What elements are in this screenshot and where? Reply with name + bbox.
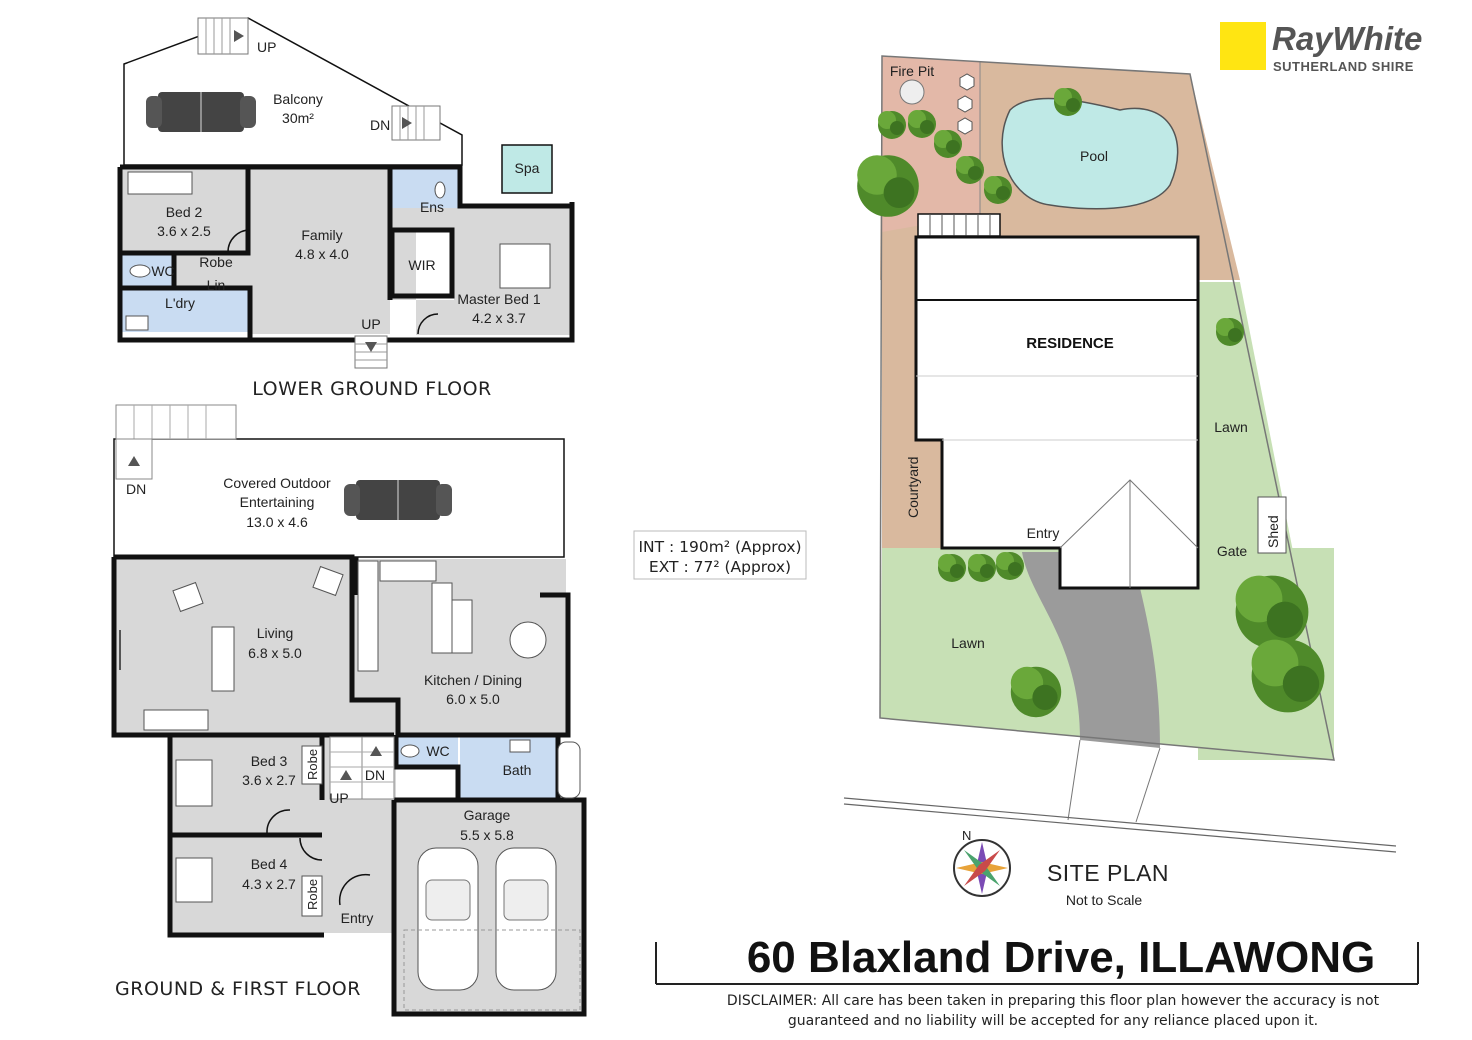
svg-text:L'dry: L'dry — [165, 295, 195, 311]
svg-text:INT : 190m² (Approx): INT : 190m² (Approx) — [638, 538, 801, 556]
spa — [501, 144, 553, 194]
car-icon — [403, 847, 581, 1011]
site-plan: Pool Fire Pit RESIDENCE Courtyard Entry … — [843, 55, 1397, 908]
property-address: 60 Blaxland Drive, ILLAWONG — [747, 933, 1375, 982]
svg-text:Spa: Spa — [515, 160, 540, 176]
address-block: 60 Blaxland Drive, ILLAWONG DISCLAIMER: … — [655, 933, 1419, 1029]
svg-text:SUTHERLAND SHIRE: SUTHERLAND SHIRE — [1273, 59, 1414, 74]
svg-text:5.5 x 5.8: 5.5 x 5.8 — [460, 827, 514, 843]
lower-ground-title: LOWER GROUND FLOOR — [252, 378, 492, 400]
disclaimer-line-1: DISCLAIMER: All care has been taken in p… — [727, 993, 1380, 1009]
compass-icon: N — [953, 828, 1011, 897]
stairs-up-icon — [197, 17, 249, 55]
svg-text:Robe: Robe — [305, 879, 320, 910]
svg-text:EXT : 77² (Approx): EXT : 77² (Approx) — [649, 558, 791, 576]
svg-text:4.2 x 3.7: 4.2 x 3.7 — [472, 310, 526, 326]
svg-text:Robe: Robe — [305, 749, 320, 780]
ray-white-logo: RayWhite SUTHERLAND SHIRE — [1220, 20, 1422, 74]
svg-text:UP: UP — [329, 790, 348, 806]
svg-text:Robe: Robe — [199, 254, 233, 270]
svg-text:Gate: Gate — [1217, 543, 1248, 559]
pool — [1001, 97, 1179, 210]
svg-text:WIR: WIR — [408, 257, 435, 273]
svg-text:4.3 x 2.7: 4.3 x 2.7 — [242, 876, 296, 892]
svg-text:DN: DN — [126, 481, 146, 497]
svg-text:SITE PLAN: SITE PLAN — [1047, 860, 1169, 886]
svg-text:N: N — [962, 828, 971, 843]
svg-text:WC: WC — [426, 743, 449, 759]
svg-text:Ens: Ens — [420, 199, 444, 215]
svg-text:Living: Living — [257, 625, 294, 641]
svg-text:Entry: Entry — [341, 910, 374, 926]
svg-text:RESIDENCE: RESIDENCE — [1026, 335, 1114, 352]
svg-text:Family: Family — [301, 227, 342, 243]
svg-text:Covered Outdoor: Covered Outdoor — [223, 475, 331, 491]
svg-text:WC: WC — [151, 263, 174, 279]
ground-floor-title: GROUND & FIRST FLOOR — [115, 978, 361, 1000]
svg-text:Bed 3: Bed 3 — [251, 753, 288, 769]
svg-text:Entertaining: Entertaining — [240, 494, 315, 510]
svg-text:30m²: 30m² — [282, 110, 314, 126]
svg-text:Balcony: Balcony — [273, 91, 323, 107]
svg-text:Not to Scale: Not to Scale — [1066, 892, 1142, 908]
svg-text:3.6 x 2.5: 3.6 x 2.5 — [157, 223, 211, 239]
svg-text:Entry: Entry — [1027, 525, 1060, 541]
svg-text:Kitchen / Dining: Kitchen / Dining — [424, 672, 522, 688]
ground-floor-plan: DN Covered Outdoor Entertaining 13.0 x 4… — [111, 404, 587, 1017]
lower-ground-floor-plan: UP Balcony 30m² DN Spa — [117, 17, 575, 400]
svg-text:3.6 x 2.7: 3.6 x 2.7 — [242, 772, 296, 788]
svg-text:Pool: Pool — [1080, 148, 1108, 164]
svg-text:Bed 4: Bed 4 — [251, 856, 288, 872]
svg-text:Fire Pit: Fire Pit — [890, 63, 934, 79]
svg-text:Bath: Bath — [503, 762, 532, 778]
svg-text:DN: DN — [370, 117, 390, 133]
outdoor-entertaining-table-icon — [344, 480, 452, 520]
stairs-down-icon — [391, 105, 441, 141]
internal-stairs-icon — [329, 736, 395, 800]
disclaimer-line-2: guaranteed and no liability will be acce… — [788, 1013, 1318, 1029]
svg-text:Bed 2: Bed 2 — [166, 204, 203, 220]
svg-text:Master Bed 1: Master Bed 1 — [457, 291, 540, 307]
area-summary: INT : 190m² (Approx) EXT : 77² (Approx) — [633, 530, 807, 580]
svg-text:UP: UP — [257, 39, 276, 55]
svg-text:Lawn: Lawn — [1214, 419, 1247, 435]
svg-text:Shed: Shed — [1265, 515, 1281, 548]
svg-text:Garage: Garage — [464, 807, 511, 823]
svg-text:Lawn: Lawn — [951, 635, 984, 651]
svg-text:Lin: Lin — [207, 277, 226, 293]
svg-text:6.8 x 5.0: 6.8 x 5.0 — [248, 645, 302, 661]
svg-text:6.0 x 5.0: 6.0 x 5.0 — [446, 691, 500, 707]
outdoor-table-icon — [146, 92, 256, 132]
stairs-down-top-icon — [115, 404, 237, 480]
stairs-up-bottom-icon — [354, 335, 388, 369]
svg-text:UP: UP — [361, 316, 380, 332]
svg-text:4.8 x 4.0: 4.8 x 4.0 — [295, 246, 349, 262]
svg-text:DN: DN — [365, 767, 385, 783]
svg-text:13.0 x 4.6: 13.0 x 4.6 — [246, 514, 308, 530]
svg-text:RayWhite: RayWhite — [1272, 20, 1422, 57]
svg-text:Courtyard: Courtyard — [905, 457, 921, 518]
